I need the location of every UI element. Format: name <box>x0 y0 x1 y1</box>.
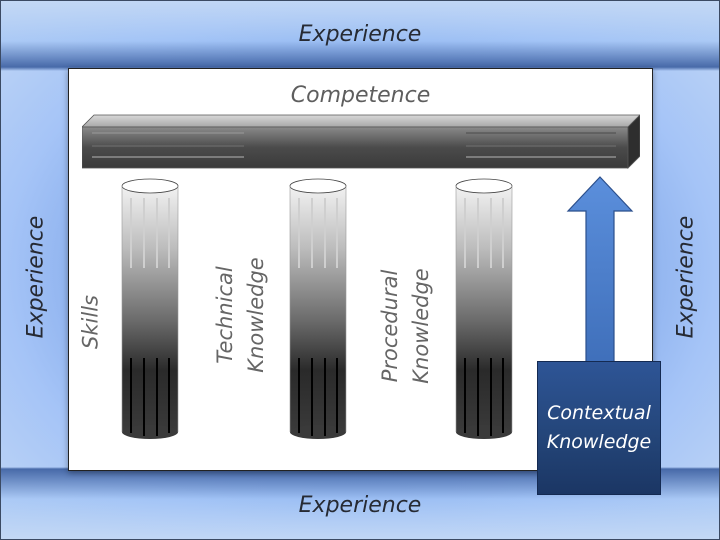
beam-top-face <box>82 114 640 128</box>
up-arrow-icon <box>566 176 634 365</box>
beam-front-face <box>82 126 629 169</box>
experience-label-right: Experience <box>673 215 699 339</box>
beam-end-face <box>627 114 640 169</box>
pillar-skills <box>121 178 179 439</box>
competence-beam <box>82 114 640 169</box>
pillar-label-technical-knowledge: Technical Knowledge <box>210 257 272 372</box>
contextual-knowledge-box: Contextual Knowledge <box>537 361 661 495</box>
experience-label-bottom: Experience <box>298 493 422 518</box>
pillar-label-skills: Skills <box>76 295 107 349</box>
pillar-label-line: Knowledge <box>244 257 268 373</box>
pillar-label-line: Procedural <box>378 269 402 383</box>
pillar-procedural-knowledge <box>455 178 513 439</box>
context-label-line: Contextual <box>547 402 651 424</box>
pillar-label-line: Knowledge <box>409 268 433 384</box>
pillar-label-line: Skills <box>78 295 103 349</box>
competence-title: Competence <box>290 83 431 108</box>
experience-label-left: Experience <box>23 215 49 339</box>
pillar-technical-knowledge <box>289 178 347 439</box>
pillar-label-line: Technical <box>213 266 237 364</box>
context-label-line: Knowledge <box>546 431 652 453</box>
experience-label-top: Experience <box>298 22 422 47</box>
pillar-label-procedural-knowledge: Procedural Knowledge <box>375 268 437 383</box>
